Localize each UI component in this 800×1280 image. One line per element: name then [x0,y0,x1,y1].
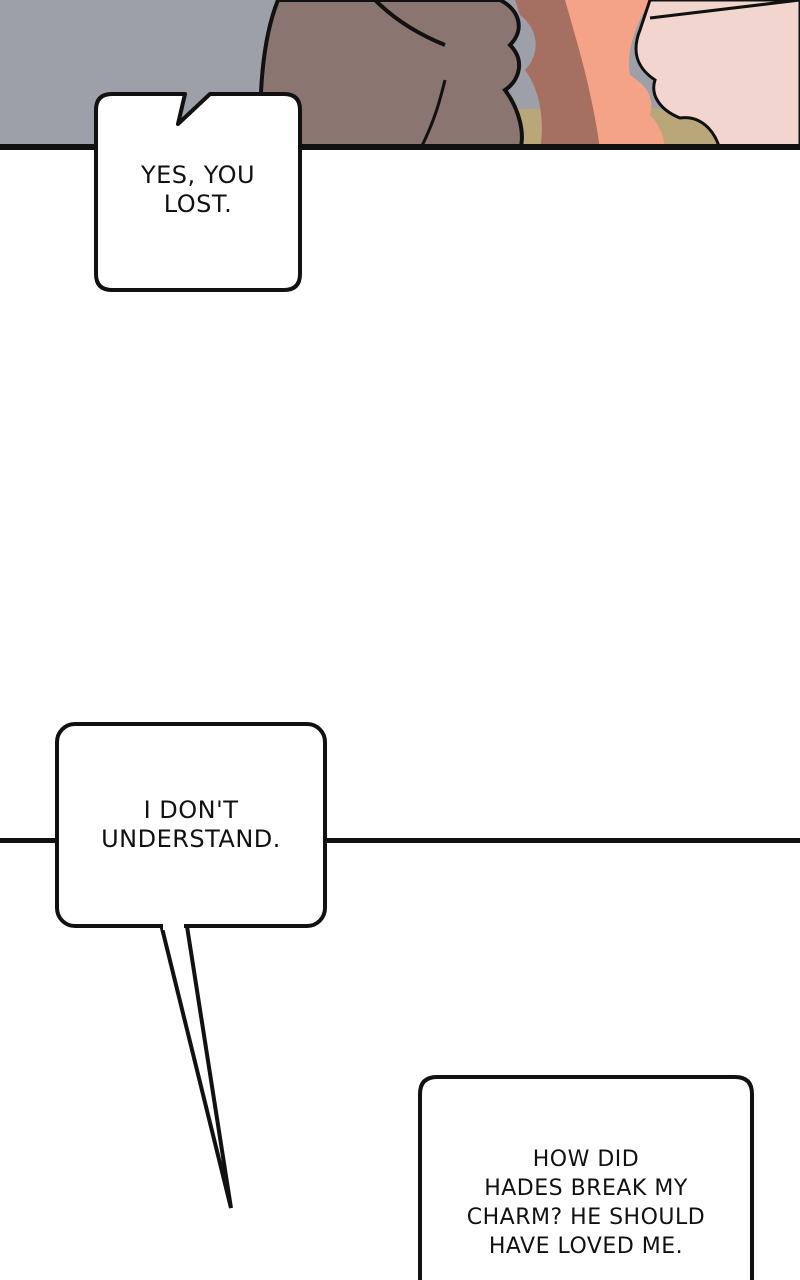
speech-text-1: YES, YOU LOST. [140,161,256,218]
speech-text-2: I DON'T UNDERSTAND. [101,796,281,853]
hair-strand [418,79,447,150]
outline-line [649,0,800,20]
character-hair [258,0,524,150]
hair-strand [373,0,446,47]
comic-panel-top [0,0,800,150]
second-character-face [634,0,800,150]
character-face [565,0,665,150]
speech-bubble-1 [94,92,302,292]
speech-bubble-3 [418,1075,754,1280]
speech-bubble-2 [55,722,327,928]
speech-text-3: HOW DID HADES BREAK MY CHARM? HE SHOULD … [466,1146,706,1259]
speech-bubble-2-tail [157,918,233,1209]
panel-border [0,144,800,150]
panel-divider [0,838,800,843]
tail-joint [163,918,184,930]
